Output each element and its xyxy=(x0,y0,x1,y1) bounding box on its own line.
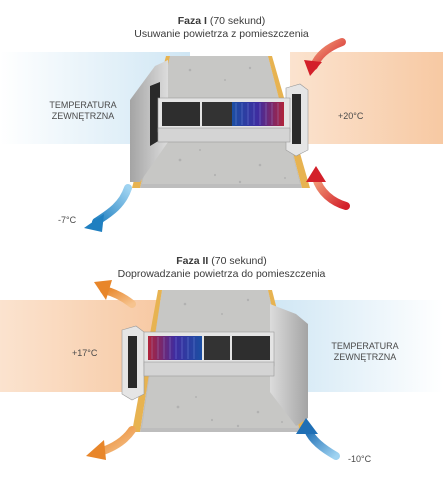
phase-2-subtitle: Doprowadzanie powietrza do pomieszczenia xyxy=(117,268,326,280)
phase-2-title-rest: (70 sekund) xyxy=(208,255,267,267)
phase-2-outside-label-line2: ZEWNĘTRZNA xyxy=(333,352,397,362)
heat-exchanger-icon xyxy=(232,102,284,126)
phase-1-panel: Faza I (70 sekund) Usuwanie powietrza z … xyxy=(0,15,443,232)
warm-inlet-arrow-bottom-icon xyxy=(312,174,350,210)
phase-1-subtitle: Usuwanie powietrza z pomieszczenia xyxy=(134,28,309,40)
phase-2-title: Faza II (70 sekund) xyxy=(0,255,443,267)
phase-1-illustration xyxy=(0,38,443,232)
phase-1-outlet-temp: -7°C xyxy=(58,215,77,225)
phase-1-title-bold: Faza I xyxy=(177,15,207,27)
phase-2-title-bold: Faza II xyxy=(176,255,209,267)
housing-right-side xyxy=(270,304,308,426)
heat-exchanger-icon xyxy=(148,336,202,360)
phase-2-inside-temp: +17°C xyxy=(72,348,98,358)
phase-1-outside-label-line1: TEMPERATURA xyxy=(49,100,117,110)
phase-2-outside-temp: -10°C xyxy=(348,454,372,464)
phase-1-inside-temp: +20°C xyxy=(338,111,364,121)
phase-1-title-rest: (70 sekund) xyxy=(206,15,266,27)
phase-2-outside-label-line1: TEMPERATURA xyxy=(331,341,399,351)
phase-2-outside-label: TEMPERATURA ZEWNĘTRZNA xyxy=(320,341,410,363)
phase-1-title: Faza I (70 sekund) xyxy=(0,15,443,27)
phase-1-outside-label-line2: ZEWNĘTRZNA xyxy=(51,111,115,121)
phase-1-outside-label: TEMPERATURA ZEWNĘTRZNA xyxy=(38,100,128,122)
phase-2-panel: Faza II (70 sekund) Doprowadzanie powiet… xyxy=(0,242,443,484)
phase-2-illustration xyxy=(0,280,443,460)
